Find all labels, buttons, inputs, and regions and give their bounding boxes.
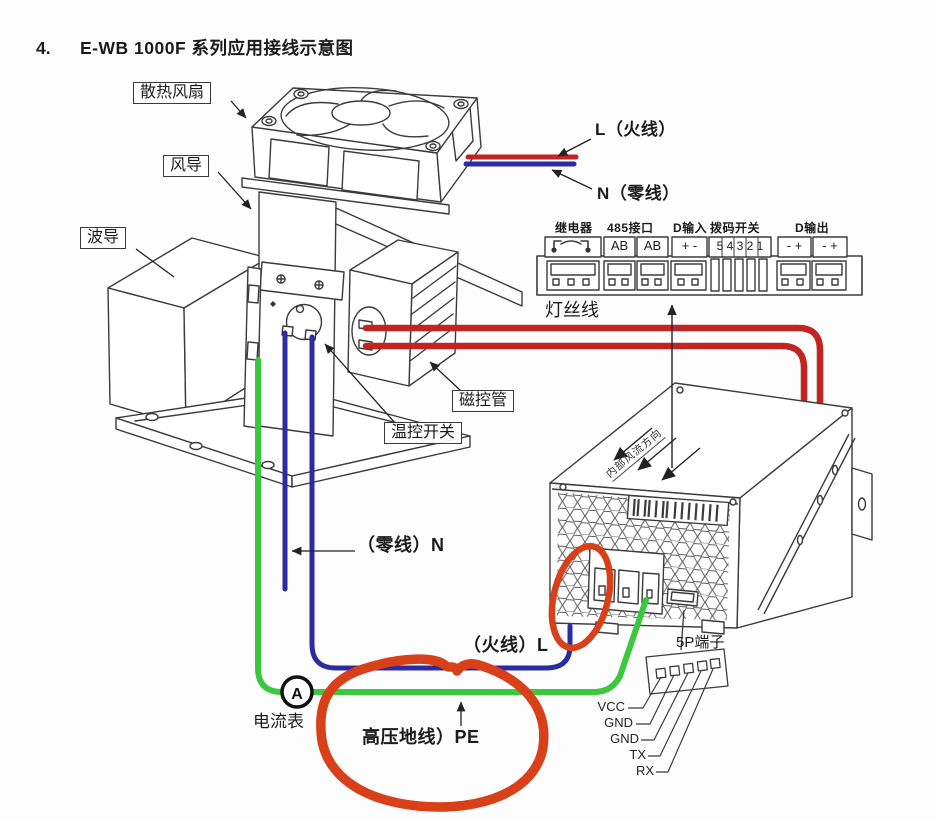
strip-header-d-in: D输入	[673, 221, 708, 235]
relay-symbol	[551, 240, 591, 253]
strip-cell-d-out-b: - +	[822, 238, 838, 253]
label-cooling-fan: 散热风扇	[133, 82, 212, 105]
power-supply-unit	[549, 382, 873, 635]
strip-header-485: 485接口	[607, 221, 654, 235]
annotation-circle-connector	[548, 542, 614, 652]
strip-cell-485a: AB	[610, 238, 629, 253]
pin-tx: TX	[629, 747, 646, 762]
pin-rx: RX	[635, 763, 654, 778]
ammeter-symbol: A	[280, 675, 314, 709]
strip-cell-d-in: + -	[681, 238, 698, 253]
pin-vcc: VCC	[597, 699, 625, 714]
annotation-circle-pe	[316, 654, 549, 812]
strip-cell-485b: AB	[643, 238, 662, 253]
label-magnetron: 磁控管	[452, 390, 515, 413]
filament-wires	[362, 324, 824, 410]
strip-cell-d-out-a: - +	[786, 238, 803, 253]
dip-switch-slats	[710, 258, 768, 292]
label-hv-ground-pe: 高压地线）PE	[362, 727, 480, 747]
thermal-switch	[270, 301, 323, 341]
label-neutral-mid: （零线）N	[357, 535, 445, 555]
ground-wire-green	[255, 357, 649, 695]
leader-lines	[613, 304, 701, 481]
label-thermal-switch: 温控开关	[384, 422, 463, 445]
label-live-top: L（火线）	[595, 120, 676, 139]
terminal-5p-detail	[628, 609, 729, 773]
terminal-strip-detail	[536, 236, 863, 296]
filament-wire-upper	[362, 324, 824, 410]
live-wire-blue	[309, 334, 573, 671]
magnetron-box	[347, 239, 459, 387]
label-terminal-5p: 5P端子	[676, 634, 725, 651]
filament-wire-lower	[362, 342, 808, 404]
title-number: 4.	[36, 38, 51, 58]
fan-corner-screws	[261, 88, 469, 152]
terminal-pin-squares	[552, 278, 839, 286]
mains-input-wires	[463, 154, 579, 167]
strip-header-dip: 拨码开关	[710, 221, 761, 235]
strip-header-d-out: D输出	[795, 221, 830, 235]
label-waveguide: 波导	[80, 227, 127, 250]
cooling-fan	[241, 87, 482, 215]
ammeter-letter: A	[291, 686, 303, 703]
page-title: E-WB 1000F 系列应用接线示意图	[80, 38, 354, 58]
label-ammeter: 电流表	[253, 712, 304, 731]
pin-gnd-1: GND	[604, 715, 633, 730]
label-leaders	[135, 100, 593, 726]
psu-label-plate	[626, 494, 730, 527]
label-filament-wire: 灯丝线	[545, 300, 599, 320]
strip-header-relay: 继电器	[555, 221, 593, 235]
label-neutral-top: N（零线）	[597, 184, 680, 203]
annotations	[316, 542, 614, 812]
label-live-bottom: （火线）L	[463, 635, 549, 655]
label-air-duct: 风导	[163, 155, 210, 178]
pin-gnd-2: GND	[610, 731, 639, 746]
strip-cell-dip-digits: 5 4 3 2 1	[716, 239, 764, 253]
